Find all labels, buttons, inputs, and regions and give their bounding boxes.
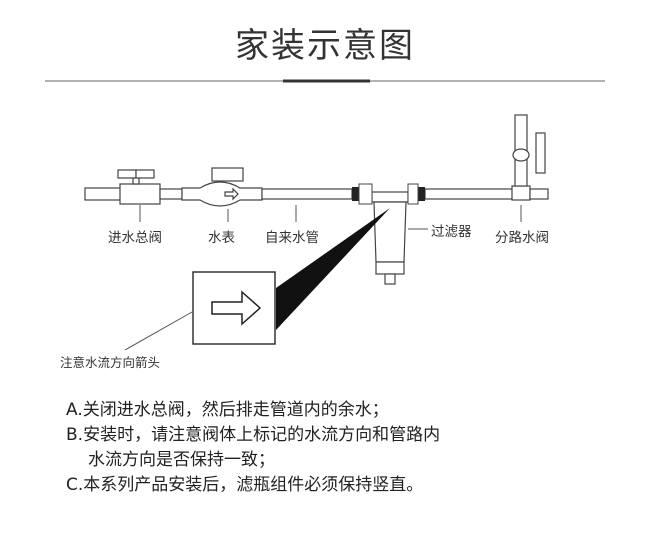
branch-pipe — [424, 188, 516, 200]
filter-bowl — [373, 201, 407, 263]
label-main-valve: 进水总阀 — [108, 230, 162, 246]
label-branch-valve: 分路水阀 — [495, 230, 549, 246]
water-meter-dial — [211, 167, 244, 182]
note-a: A.关闭进水总阀，然后排走管道内的余水； — [66, 400, 389, 420]
label-arrow-note: 注意水流方向箭头 — [60, 355, 161, 370]
zoom-wedge — [276, 208, 390, 330]
main-valve-handle — [117, 169, 137, 179]
water-pipe — [261, 188, 353, 200]
meter-arrow-icon — [224, 187, 239, 201]
water-meter-body — [181, 181, 263, 207]
filter-head — [371, 191, 409, 203]
inlet-pipe — [84, 187, 124, 201]
note-b-cont: 水流方向是否保持一致； — [88, 450, 275, 470]
label-meter: 水表 — [208, 230, 235, 246]
note-c: C.本系列产品安装后，滤瓶组件必须保持竖直。 — [66, 475, 424, 495]
branch-valve-handle — [535, 132, 546, 174]
install-notes: A.关闭进水总阀，然后排走管道内的余水； B.安装时，请注意阀体上标记的水流方向… — [66, 398, 440, 498]
label-pipe: 自来水管 — [265, 230, 319, 246]
label-filter: 过滤器 — [431, 224, 472, 240]
page-title: 家装示意图 — [235, 26, 415, 66]
filter-drain — [384, 273, 396, 285]
note-b: B.安装时，请注意阀体上标记的水流方向和管路内 — [66, 425, 441, 445]
filter-cap — [375, 261, 405, 275]
main-valve-body — [119, 183, 161, 205]
tee-joint — [511, 185, 531, 201]
flow-arrow-icon — [211, 290, 262, 326]
